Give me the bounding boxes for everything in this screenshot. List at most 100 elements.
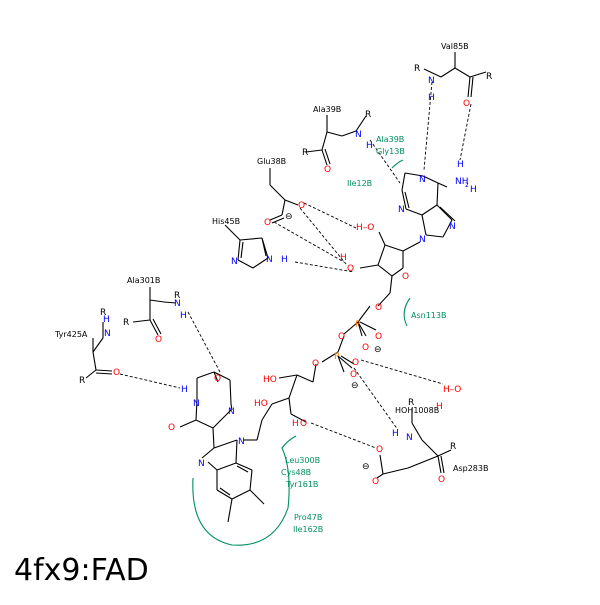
n-val85b: N [428,76,435,86]
n-amine: NH [455,177,469,187]
o-ribose-o5: O [375,303,382,313]
minus-asp283b: ⊖ [362,462,370,472]
n-tyr425a: N [104,329,111,339]
hydrophobic-ile162b: Ile162B [293,525,323,534]
residue-ala39b-top: Ala39B [313,105,341,114]
r-tyr425a-top: R [100,308,106,318]
p-beta: P [334,352,340,362]
o-ribose-ring: O [402,272,409,282]
residue-asp283b: Asp283B [453,464,488,473]
o-glu38b-1: O [298,201,305,211]
r-val85b-left: R [414,64,420,74]
o-water: H–O [443,385,461,395]
n-his45b-n1: N [231,257,238,267]
r-val85b-right: R [486,72,492,82]
minus-glu38b: ⊖ [285,212,293,222]
hydrophobic-labels: Ala39B Gly13B Ile12B Asn113B Leu300B Cys… [281,135,446,534]
h-tyr425a: H [103,315,110,325]
n-adenine-n7: N [449,222,456,232]
h-ala301b: H [180,311,187,321]
hydrophobic-ile12b: Ile12B [347,179,372,188]
h-asp283b: H [392,429,399,439]
o-pa-1: O [375,332,382,342]
h-ribose-o2: H [340,253,347,263]
n-asp283b: N [406,433,413,443]
hydrophobic-asn113b: Asn113B [411,311,446,320]
hydrophobic-cys48b: Cys48B [281,468,311,477]
residue-tyr425a: Tyr425A [54,330,88,339]
n-his45b-n2: N [266,255,273,265]
n-flavin-n10: N [238,437,245,447]
r-asp283b-right: R [450,442,456,452]
o-asp283b-3: O [438,475,445,485]
nitrogen-atoms: N H N H N N N N H NH 2 H N N H N H N H N… [103,76,477,469]
n-adenine-n9: N [419,235,426,245]
o-flavin-o2: O [214,374,221,384]
hydrophobic-leu300b: Leu300B [285,456,320,465]
h-flavin-n3: H [181,385,188,395]
o-ala301b: O [155,335,162,345]
hydrophobic-gly13b: Gly13B [376,147,405,156]
covalent-bonds [85,52,487,523]
r-groups: R R R R R R R R R R [79,64,492,452]
residue-ala301b: Ala301B [127,276,160,285]
n-ala301b: N [174,299,181,309]
phosphorus-atoms: P P [334,320,361,362]
n-adenine-n3: N [398,205,405,215]
o-pb-top: O [352,358,359,368]
h-ala39b: H [366,141,373,151]
o-ribityl-2: HO [254,399,268,409]
ligand-title: 4fx9:FAD [14,553,149,588]
residue-labels: Val85B Ala39B Glu38B His45B Ala301B Tyr4… [54,42,488,473]
r-ala39b-top: R [365,110,371,120]
r-ala301b-top: R [174,291,180,301]
p-alpha: P [355,320,361,330]
o-val85b: O [463,99,470,109]
h-ribose-o3: H–O [356,223,374,233]
n-flavin-n3: N [193,399,200,409]
o-asp283b-1: O [376,445,383,455]
n-adenine-n1: N [419,175,426,185]
hydrophobic-tyr161b: Tyr161B [285,480,318,489]
o-glu38b-2: O [264,218,271,228]
o-flavin-o4: O [168,423,175,433]
hydrophobic-pro47b: Pro47B [294,513,322,522]
n-amine-h-bottom: H [470,185,477,195]
o-ribityl-1: HO [263,375,277,385]
o-ribose-o2: O [347,264,354,274]
residue-his45b: His45B [212,217,240,226]
hydrophobic-contacts [192,159,411,546]
o-ribityl-3: O [300,419,307,429]
r-ala39b-left: R [302,148,308,158]
minus-pb: ⊖ [351,381,359,391]
r-ala301b-left: R [123,318,129,328]
hydrogen-bonds [119,81,472,449]
o-pa-2: O [362,343,369,353]
phosphate-charges: ⊖ ⊖ [351,345,382,391]
n-amine-sub: 2 [465,182,469,189]
o-pb-bridge: O [312,359,319,369]
oxygen-atoms: O O O O ⊖ H–O O H O O O O O O O O HO HO … [113,99,470,487]
hydrophobic-ala39b: Ala39B [376,135,404,144]
o-asp283b-2: O [372,477,379,487]
r-asp283b-top: R [408,398,414,408]
o-tyr425a: O [113,368,120,378]
residue-val85b: Val85B [441,42,469,51]
n-flavin-n5: N [198,459,205,469]
residue-hoh1008b: HOH1008B [395,406,439,415]
n-flavin-n1: N [228,407,235,417]
n-ala39b: N [355,130,362,140]
h-water: H [436,402,443,412]
h-ribityl-3: H [292,419,299,429]
h-val85b: H [428,93,435,103]
minus-pa: ⊖ [374,345,382,355]
h-his45b: H [281,255,288,265]
residue-glu38b: Glu38B [257,157,286,166]
o-ala39b: O [324,165,331,175]
n-amine-h-top: H [457,160,464,170]
r-tyr425a-left: R [79,376,85,386]
o-pb-1: O [350,370,357,380]
o-pa-bridge: O [338,332,345,342]
